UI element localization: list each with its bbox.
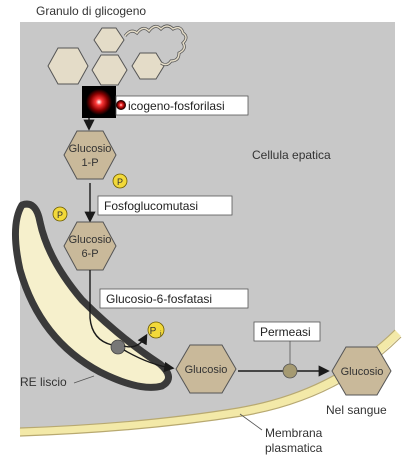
svg-text:i: i [160,331,162,338]
smooth-er-label: RE liscio [20,375,67,389]
glucose-cell-label: Glucosio [185,364,228,376]
blood-label: Nel sangue [326,403,387,417]
hexagon-glucose-6p [63,221,117,271]
g6p-label-line2: 6-P [81,248,98,260]
arrow-g6p-to-phosphatase [89,270,113,346]
diagram-title: Granulo di glicogeno [36,4,146,18]
phosphatase-enzyme-site [110,339,126,355]
cell-label: Cellula epatica [252,148,331,162]
phosphate-g6p [52,206,68,222]
small-red-marker-icon [116,100,126,110]
svg-text:P: P [117,177,123,187]
membrane-label-line1: Membrana [265,426,323,440]
glucose-blood-label: Glucosio [341,366,384,378]
g1p-label-line2: 1-P [81,157,98,169]
svg-text:P: P [150,326,157,337]
phosphate-released [147,321,165,339]
enzyme-box-phosphatase [99,288,249,309]
enzyme-label-phosphorylase: icogeno-fosforilasi [128,99,225,113]
smooth-er [11,200,172,391]
arrow-to-glucose [123,349,175,373]
enzyme-box-phosphorylase [115,95,249,116]
glycogen-granule [47,24,188,86]
enzyme-label-permease: Permeasi [260,325,311,339]
enzyme-label-phosphoglucomutase: Fosfoglucomutasi [104,199,198,213]
membrane-label-line2: plasmatica [265,441,323,455]
hexagon-glucose-1p [63,130,117,180]
red-marker-icon [86,89,112,115]
svg-text:P: P [57,210,63,220]
phosphate-g1p [112,173,128,189]
hexagon-glucose-blood [331,346,392,396]
hexagon-glucose-cell [175,344,237,394]
permease-transporter [282,363,298,379]
g6p-label-line1: Glucosio [69,234,112,246]
enzyme-label-phosphatase: Glucosio-6-fosfatasi [106,292,212,306]
g1p-label-line1: Glucosio [69,143,112,155]
arrow-to-pi [123,333,148,348]
enzyme-box-permease [253,321,321,342]
enzyme-box-phosphoglucomutase [97,195,233,216]
